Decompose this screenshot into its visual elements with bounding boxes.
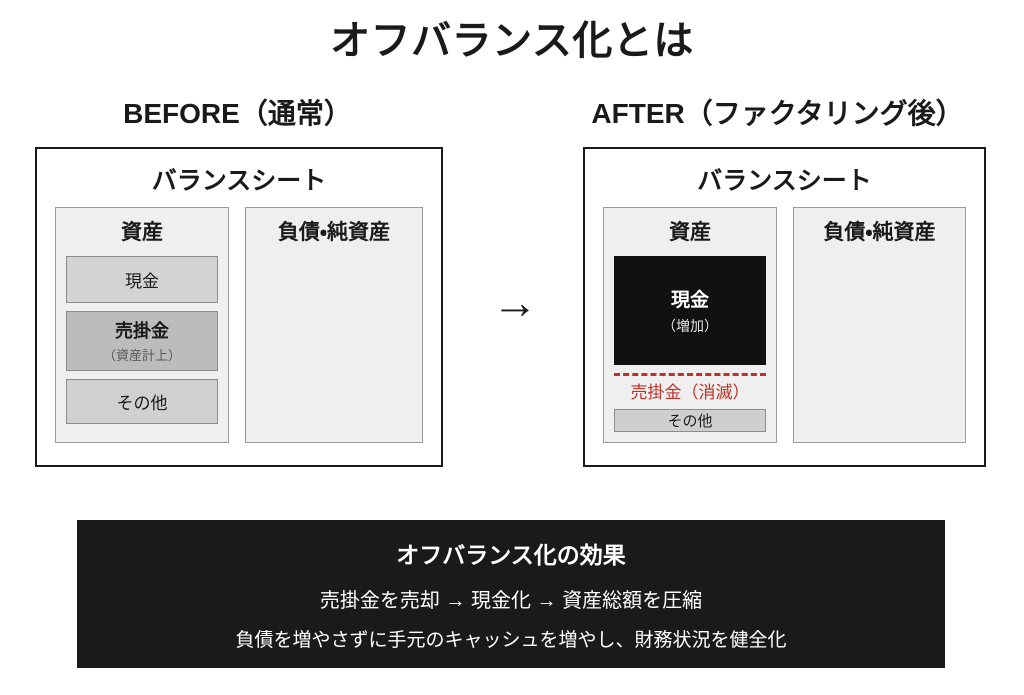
asset-item-cash-after-label: 現金 (670, 289, 709, 311)
asset-item-other-before: その他 (66, 379, 218, 424)
asset-item-accounts-receivable-removed-label: 売掛金（消滅） (630, 382, 750, 402)
liabilities-column-after-title: 負債・純資産 (823, 221, 936, 244)
liabilities-column-before-title: 負債・純資産 (277, 221, 391, 244)
balance-sheet-after-columns: 資産 現金 （増加） 売掛金（消滅） その他 負債・純資産 (585, 197, 984, 459)
flow-arrow-icon: → (492, 276, 538, 328)
asset-item-accounts-receivable-before-sub: （資産計上） (102, 348, 181, 364)
balance-sheet-before-columns: 資産 現金 売掛金 （資産計上） その他 負債・純資産 (37, 197, 441, 459)
liabilities-column-before: 負債・純資産 (245, 207, 423, 443)
assets-column-after: 資産 現金 （増加） 売掛金（消滅） その他 (603, 207, 777, 443)
assets-column-before: 資産 現金 売掛金 （資産計上） その他 (55, 207, 229, 443)
liabilities-column-after: 負債・純資産 (793, 207, 966, 443)
balance-sheet-after-title: バランスシート (697, 167, 872, 195)
asset-item-accounts-receivable-before-label: 売掛金 (115, 321, 169, 342)
effect-summary-title: オフバランス化の効果 (396, 542, 626, 568)
asset-item-other-after-label: その他 (667, 412, 713, 430)
balance-sheet-before: バランスシート 資産 現金 売掛金 （資産計上） その他 負債・純資産 (35, 147, 443, 467)
asset-item-other-before-label: その他 (116, 394, 168, 414)
effect-summary-line-2: 負債を増やさずに手元のキャッシュを増やし、財務状況を健全化 (235, 630, 787, 651)
assets-column-before-title: 資産 (121, 221, 163, 244)
asset-item-accounts-receivable-removed: 売掛金（消滅） (614, 372, 766, 403)
before-column-header: BEFORE（通常） (123, 98, 352, 129)
balance-sheet-after: バランスシート 資産 現金 （増加） 売掛金（消滅） その他 負債・純資産 (583, 147, 986, 467)
page-title: オフバランス化とは (330, 19, 694, 63)
after-column-header: AFTER（ファクタリング後） (591, 98, 964, 129)
asset-item-other-after: その他 (614, 408, 766, 432)
asset-item-cash-before-label: 現金 (125, 271, 159, 291)
asset-item-cash-before: 現金 (66, 256, 218, 303)
asset-item-cash-after-sub: （増加） (662, 317, 718, 334)
assets-column-after-title: 資産 (669, 221, 711, 244)
effect-summary-box: オフバランス化の効果 売掛金を売却 → 現金化 → 資産総額を圧縮 負債を増やさ… (77, 520, 945, 668)
balance-sheet-before-title: バランスシート (151, 167, 327, 195)
asset-item-cash-after: 現金 （増加） (614, 256, 766, 365)
asset-item-accounts-receivable-before: 売掛金 （資産計上） (66, 310, 218, 372)
effect-summary-line-1: 売掛金を売却 → 現金化 → 資産総額を圧縮 (319, 590, 703, 612)
